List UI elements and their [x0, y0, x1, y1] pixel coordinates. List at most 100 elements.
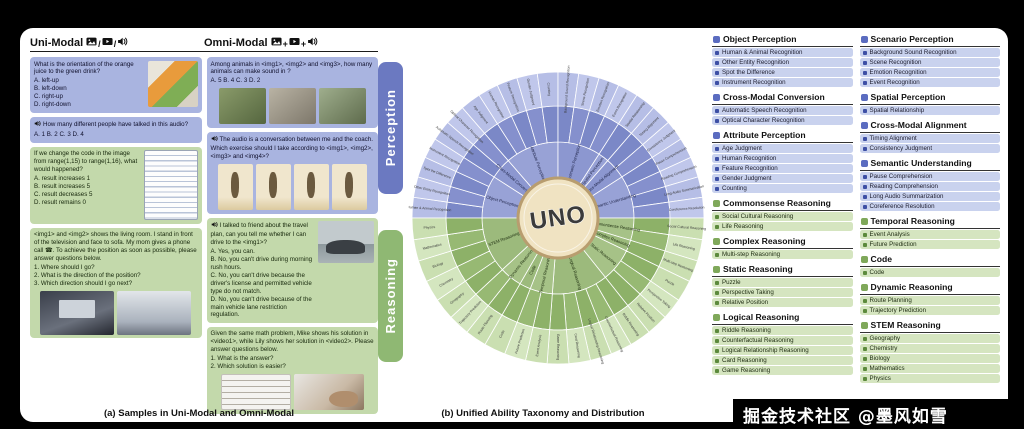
taxonomy-item: Biology	[859, 354, 1000, 363]
item-bullet-icon	[862, 346, 867, 351]
taxonomy-item-label: Route Planning	[869, 297, 912, 304]
item-bullet-icon	[715, 214, 719, 219]
card-images	[143, 150, 198, 220]
taxonomy-group-title: Attribute Perception	[723, 130, 806, 140]
taxonomy-item: Trajectory Prediction	[859, 306, 1000, 315]
taxonomy-group-title: Scenario Perception	[870, 34, 954, 44]
item-bullet-icon	[715, 60, 719, 65]
taxonomy-item: Route Planning	[859, 296, 1000, 305]
solution-video-2	[293, 374, 364, 411]
taxonomy-item: Long Audio Summarization	[859, 192, 1000, 201]
taxonomy-item: Logical Relationship Reasoning	[712, 346, 853, 355]
taxonomy-item-label: Gender Judgment	[722, 175, 772, 182]
taxonomy-group-title: Dynamic Reasoning	[870, 282, 953, 292]
card-images	[211, 88, 375, 125]
animal-photo-3	[318, 88, 366, 125]
answer-options: A. Yes, you can.B. No, you can't drive d…	[211, 248, 316, 319]
taxonomy-item-label: Chemistry	[869, 345, 898, 352]
taxonomy-item: Timing Alignment	[859, 134, 1000, 143]
card-images	[34, 290, 198, 335]
reasoning-bullet-icon	[713, 265, 720, 273]
taxonomy-item: Other Entity Recognition	[712, 58, 853, 67]
reasoning-bullet-icon	[713, 313, 720, 321]
sunburst-item-segment	[411, 217, 448, 241]
answer-options: A. 5 B. 4 C. 3 D. 2	[211, 77, 375, 85]
card-images	[211, 164, 375, 211]
image-icon	[86, 36, 97, 47]
uni-modal-header: Uni-Modal //	[30, 36, 204, 50]
exercise-figure-4	[331, 164, 367, 211]
item-bullet-icon	[862, 70, 867, 75]
taxonomy-item-label: Biology	[869, 355, 890, 362]
taxonomy-item: Spatial Relationship	[859, 106, 1000, 115]
taxonomy-item: Background Sound Recognition	[859, 48, 1000, 57]
answer-option: 1. What is the answer?	[210, 355, 274, 363]
car-photo	[318, 221, 374, 264]
video-icon	[289, 36, 300, 47]
taxonomy-item-label: Scene Recognition	[869, 59, 922, 66]
taxonomy-item: Multi-step Reasoning	[712, 250, 853, 259]
omni-modal-icons: ++	[271, 36, 319, 50]
taxonomy-group-header: STEM Reasoning	[859, 320, 1000, 333]
taxonomy-item-label: Automatic Speech Recognition	[722, 107, 807, 114]
image-icon	[271, 36, 282, 47]
taxonomy-group-title: Semantic Understanding	[870, 158, 972, 168]
taxonomy-group-header: Cross-Modal Alignment	[859, 120, 1000, 133]
taxonomy-item-label: Code	[869, 269, 885, 276]
taxonomy-item-label: Perspective Taking	[722, 289, 774, 296]
card-images	[147, 60, 198, 107]
taxonomy-item-label: Emotion Recognition	[869, 69, 927, 76]
answer-option: B. No, you can't drive during morning ru…	[210, 255, 313, 271]
ability-panel: Perception Reasoning Human & Animal Reco…	[378, 30, 708, 408]
sunburst-label: Scene Recognition	[580, 77, 590, 106]
taxonomy-item-label: Physics	[869, 375, 891, 382]
answer-option: A. 5 B. 4 C. 3 D. 2	[210, 77, 261, 85]
animal-photo-2	[268, 88, 316, 125]
sunburst-label: Coreference Resolution	[669, 205, 705, 212]
answer-option: A. result increases 1	[34, 174, 91, 182]
taxonomy-item-label: Game Reasoning	[722, 367, 771, 374]
answer-option: C. right-up	[34, 93, 63, 101]
taxonomy-group-header: Spatial Perception	[859, 92, 1000, 105]
taxonomy-item: Human & Animal Recognition	[712, 48, 853, 57]
taxonomy-item: Scene Recognition	[859, 58, 1000, 67]
item-bullet-icon	[715, 300, 719, 305]
taxonomy-item: Counterfactual Reasoning	[712, 336, 853, 345]
taxonomy-item-label: Geography	[869, 335, 901, 342]
reasoning-bullet-icon	[860, 255, 868, 263]
item-bullet-icon	[715, 70, 719, 75]
sunburst-label: Human & Animal Recognition	[408, 205, 452, 212]
taxonomy-item-label: Feature Recognition	[722, 165, 778, 172]
card-images	[211, 374, 375, 411]
item-bullet-icon	[862, 194, 867, 199]
tv-room-photo	[40, 290, 115, 335]
sunburst-label: Event Analysis	[535, 334, 542, 357]
item-bullet-icon	[862, 308, 867, 313]
question-block: Given the same math problem, Mike shows …	[211, 330, 375, 371]
item-bullet-icon	[862, 204, 867, 209]
taxonomy-item-label: Reading Comprehension	[869, 183, 938, 190]
item-bullet-icon	[715, 176, 719, 181]
taxonomy-item: Physics	[859, 374, 1000, 383]
video-icon	[102, 36, 113, 47]
taxonomy-item: Gender Judgment	[712, 174, 853, 183]
caption-a: (a) Samples in Uni-Modal and Omni-Modal	[103, 408, 294, 419]
taxonomy-item: Consistency Judgment	[859, 144, 1000, 153]
taxonomy-group-title: Cross-Modal Alignment	[870, 120, 967, 130]
question-text: Among animals in <img1>, <img2> and <img…	[210, 60, 373, 76]
sunburst-label: Social Cultural Reasoning	[667, 224, 706, 231]
watermark-text: 掘金技术社区 @墨风如雪	[743, 406, 948, 427]
sample-card-orientation: What is the orientation of the orange ju…	[30, 57, 202, 113]
item-bullet-icon	[862, 174, 867, 179]
card-body: What is the orientation of the orange ju…	[34, 60, 198, 110]
